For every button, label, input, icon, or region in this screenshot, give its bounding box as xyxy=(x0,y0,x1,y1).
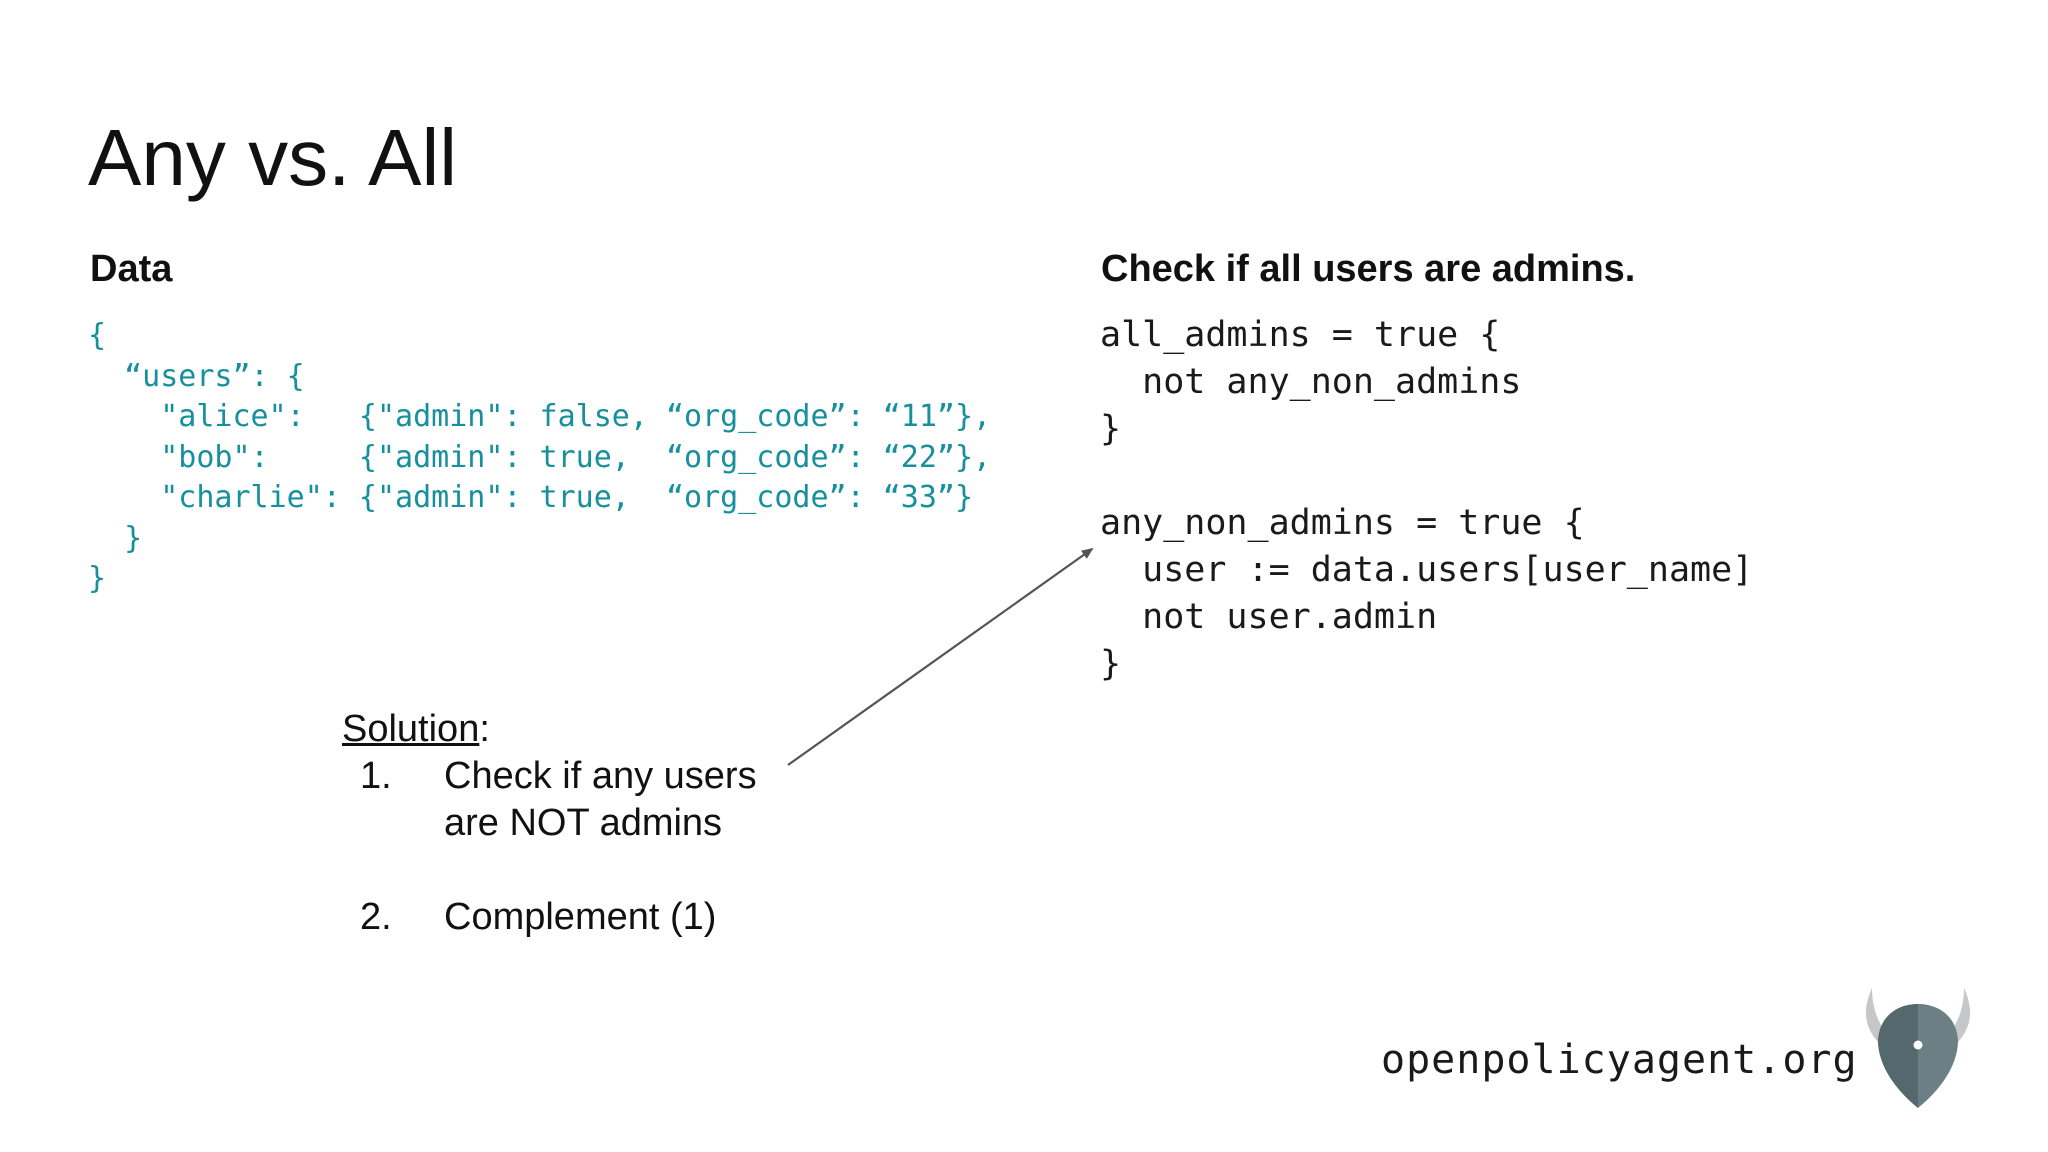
code-line: "alice": {"admin": false, “org_code”: “1… xyxy=(88,399,992,434)
solution-block: Solution: 1. Check if any users are NOT … xyxy=(342,706,757,941)
code-line: } xyxy=(88,520,143,556)
code-line: user := data.users[user_name] xyxy=(1100,550,1754,590)
check-heading: Check if all users are admins. xyxy=(1101,248,1636,290)
code-line: “users”: { xyxy=(88,358,305,394)
code-line: } xyxy=(88,561,107,596)
code-line: "charlie": {"admin": true, “org_code”: “… xyxy=(88,480,974,515)
step-number: 1. xyxy=(360,755,392,797)
code-line: } xyxy=(1100,644,1122,684)
slide-title: Any vs. All xyxy=(88,113,458,202)
code-line: not any_non_admins xyxy=(1100,362,1522,402)
solution-heading: Solution: xyxy=(342,706,757,753)
step-text: Complement (1) xyxy=(444,896,717,938)
solution-step: 2. Complement (1) xyxy=(342,894,757,941)
code-line: all_admins = true { xyxy=(1100,315,1501,355)
rule-code-block: all_admins = true { not any_non_admins }… xyxy=(1100,312,1753,688)
solution-steps: 1. Check if any users are NOT admins 2. … xyxy=(342,753,757,941)
solution-colon: : xyxy=(479,708,490,750)
solution-step: 1. Check if any users are NOT admins xyxy=(342,753,757,847)
step-text: are NOT admins xyxy=(444,802,723,844)
code-line: { xyxy=(88,318,107,353)
data-heading: Data xyxy=(90,248,173,290)
solution-label: Solution xyxy=(342,708,480,750)
step-number: 2. xyxy=(360,896,392,938)
code-line: any_non_admins = true { xyxy=(1100,503,1585,543)
code-line: "bob": {"admin": true, “org_code”: “22”}… xyxy=(88,439,992,475)
code-line: not user.admin xyxy=(1100,597,1438,637)
data-code-block: { “users”: { "alice": {"admin": false, “… xyxy=(88,316,991,600)
opa-logo-icon xyxy=(1865,988,1971,1108)
code-line: } xyxy=(1100,409,1122,449)
site-url: openpolicyagent.org xyxy=(1381,1037,1858,1083)
step-text: Check if any users xyxy=(444,755,757,797)
